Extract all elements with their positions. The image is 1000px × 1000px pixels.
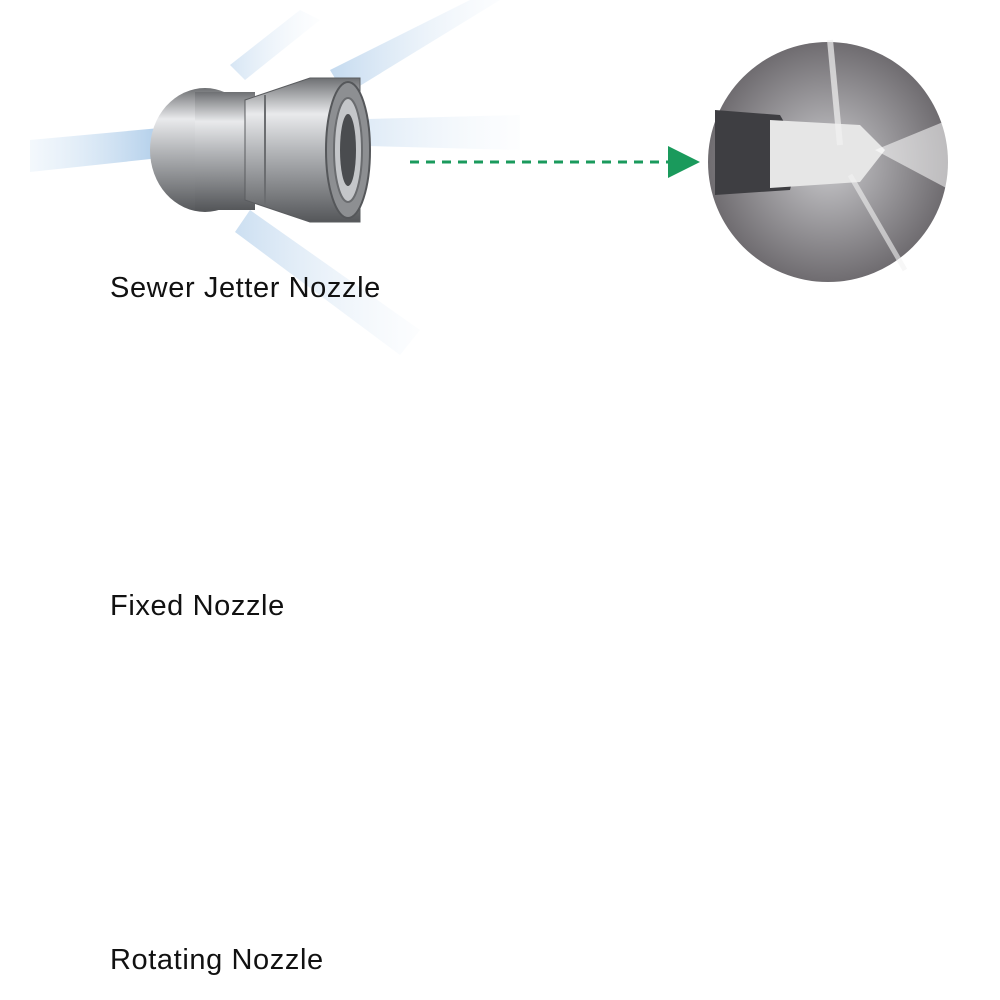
sewer-arrow: [410, 146, 700, 178]
rotating-nozzle-label: Rotating Nozzle: [110, 944, 324, 976]
sewer-nozzle-in-use-photo: [708, 39, 950, 282]
sewer-jetter-nozzle-icon: [30, 0, 520, 355]
sewer-jetter-nozzle-label: Sewer Jetter Nozzle: [110, 272, 381, 304]
fixed-nozzle-label: Fixed Nozzle: [110, 590, 285, 622]
